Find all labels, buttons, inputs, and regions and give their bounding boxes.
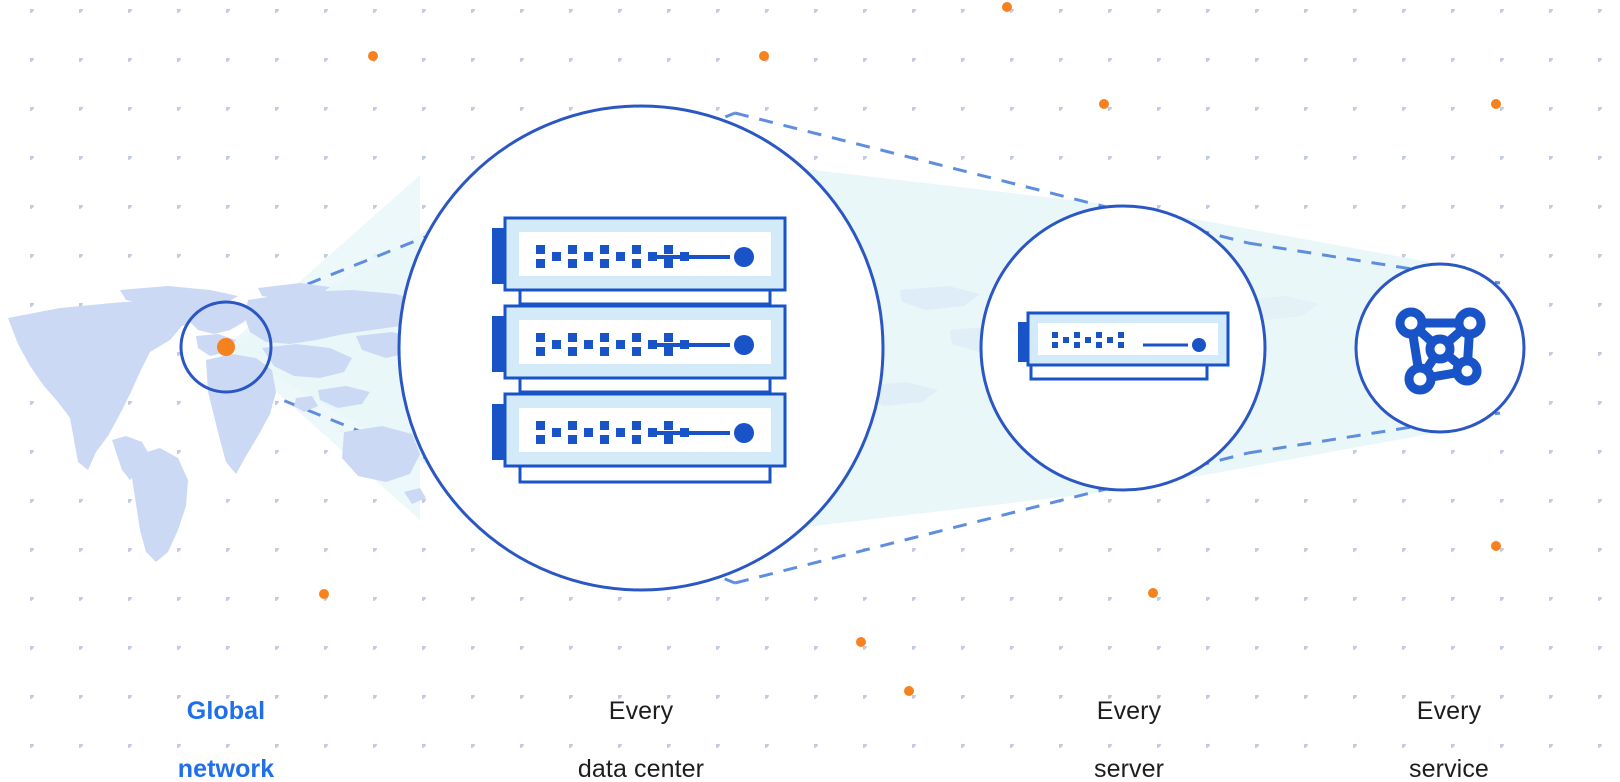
- mesh-node: [1395, 307, 1427, 339]
- server-status-dot: [1192, 338, 1206, 352]
- label-global-network-line1: Global: [186, 697, 266, 725]
- server-status-dot: [734, 247, 754, 267]
- highlight-dot: [368, 51, 378, 61]
- server-status-dot: [734, 423, 754, 443]
- server-rack-icon: [492, 216, 787, 484]
- server-unit: [492, 392, 787, 468]
- single-server-icon: [1018, 311, 1230, 381]
- highlight-dot: [319, 589, 329, 599]
- label-global-network-line2: network: [177, 755, 275, 782]
- highlight-dot: [1002, 2, 1012, 12]
- label-every-data-center-line1: Every: [608, 697, 674, 725]
- server-led-array: [1052, 332, 1124, 348]
- highlight-dot: [759, 51, 769, 61]
- label-every-server-line2: server: [1093, 755, 1165, 782]
- label-every-service-line1: Every: [1416, 697, 1482, 725]
- map-pin-dot: [217, 338, 235, 356]
- highlight-dot: [1491, 99, 1501, 109]
- network-mesh-icon: [1395, 307, 1486, 395]
- label-every-server: Every server: [1019, 668, 1239, 782]
- highlight-dot: [1491, 541, 1501, 551]
- mesh-node: [1452, 356, 1482, 386]
- highlight-dot: [1148, 588, 1158, 598]
- label-every-service-line2: service: [1409, 755, 1489, 782]
- server-status-dot: [734, 335, 754, 355]
- server-unit: [492, 216, 787, 292]
- highlight-dot: [904, 686, 914, 696]
- server-unit: [492, 304, 787, 380]
- mesh-node: [1404, 363, 1436, 395]
- highlight-dot: [1099, 99, 1109, 109]
- label-every-data-center: Every data center: [501, 668, 781, 782]
- label-every-data-center-line2: data center: [577, 755, 705, 782]
- label-global-network: Global network: [126, 668, 326, 782]
- highlight-dot: [856, 637, 866, 647]
- mesh-node: [1425, 334, 1455, 364]
- label-every-service: Every service: [1339, 668, 1559, 782]
- label-every-server-line1: Every: [1096, 697, 1162, 725]
- global-network-circle: [179, 300, 273, 394]
- mesh-node: [1454, 307, 1486, 339]
- highlight-dots: [319, 2, 1501, 696]
